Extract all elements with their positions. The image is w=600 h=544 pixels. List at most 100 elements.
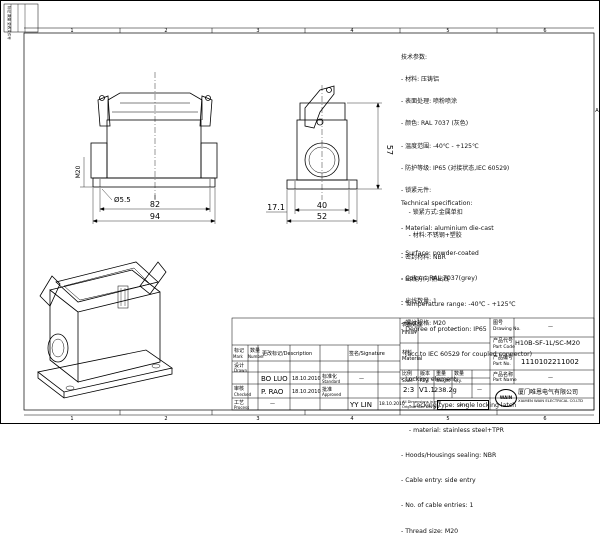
dim-17-1: 17.1 bbox=[267, 203, 285, 212]
tb-qty2-en: Qty. bbox=[454, 378, 462, 383]
tb-approved-cn: 批准 bbox=[322, 387, 333, 393]
tb-qty-cn: 数量 bbox=[250, 348, 261, 354]
tb-finish-en: Finish bbox=[402, 330, 417, 336]
tb-scale-en: Scale bbox=[402, 378, 413, 383]
front-dimensions bbox=[80, 157, 216, 224]
spec-en-line: - Temperature range: -40℃ - +125℃ bbox=[401, 300, 516, 308]
tb-process-en: Process bbox=[234, 405, 250, 410]
tb-checked-date: 18.10.2010 bbox=[292, 389, 321, 395]
tb-material-cn: 材料 bbox=[402, 350, 413, 356]
spec-cn-line: 技术参数: bbox=[401, 53, 428, 61]
tb-sign-header: 签名/Signature bbox=[349, 351, 385, 357]
tb-drawn-date: 18.10.2010 bbox=[292, 376, 321, 382]
zone-bottom-5: 5 bbox=[446, 416, 449, 422]
tb-part-code-en: Part Code bbox=[493, 345, 515, 350]
tb-standard-cn: 标准化 bbox=[322, 374, 338, 380]
spec-en-line: - Degree of protection: IP65 bbox=[401, 325, 487, 333]
tb-approved-date: 18.10.2010 bbox=[379, 402, 405, 407]
zone-side-a: A bbox=[595, 108, 599, 114]
zone-top-6: 6 bbox=[543, 28, 546, 34]
tb-process-cn: 工艺 bbox=[234, 400, 245, 406]
spec-en-line: - Colour: RAL 7037(grey) bbox=[401, 275, 478, 283]
tb-note-1: All Dimensions in mm bbox=[402, 400, 442, 404]
spec-en-line: - Surface: powder-coated bbox=[401, 250, 479, 258]
tb-part-code-val: H10B-SF-1L/SC-M20 bbox=[515, 339, 581, 347]
tb-process-val: — bbox=[270, 401, 275, 407]
tb-qty2-cn: 数量 bbox=[454, 371, 465, 377]
tb-material-val: — bbox=[452, 353, 457, 359]
spec-cn-line: - 表面处理: 喷粉喷涂 bbox=[401, 98, 458, 106]
spec-cn-line: - 材料:不锈钢+塑胶 bbox=[401, 231, 462, 239]
tb-drawing-no-cn: 图号 bbox=[493, 320, 504, 326]
revision-stamp: 标记 数量 更改文件号 bbox=[3, 3, 39, 40]
tb-part-code-cn: 产品代号 bbox=[493, 338, 514, 344]
spec-en-line: - Hoods/Housings sealing: NBR bbox=[401, 452, 497, 459]
spec-en-line: - Thread size: M20 bbox=[401, 527, 459, 535]
side-dimensions bbox=[266, 102, 382, 224]
dim-52: 52 bbox=[317, 212, 327, 221]
tb-part-no-cn: 产品编号 bbox=[493, 355, 514, 361]
spec-chinese: 技术参数: - 材料: 压铸铝 - 表面处理: 喷粉喷涂 - 颜色: RAL 7… bbox=[401, 39, 509, 335]
tb-part-no-val: 1110102211002 bbox=[521, 358, 579, 366]
tb-drawn-name: BO LUO bbox=[261, 375, 288, 383]
zone-top-5: 5 bbox=[446, 28, 449, 34]
tb-note-2: Original Size DIN A 4 bbox=[402, 405, 440, 409]
isometric-view bbox=[37, 261, 173, 399]
tb-checked-en: Checked bbox=[234, 392, 252, 397]
tb-part-name-cn: 产品名称 bbox=[493, 372, 514, 378]
tb-finish-cn: 表面处理 bbox=[402, 322, 423, 328]
tb-drawn-cn: 设计 bbox=[234, 363, 245, 369]
zone-top-1: 1 bbox=[70, 28, 73, 34]
tb-approved-en: Approved bbox=[322, 392, 342, 397]
tb-standard-en: Standard bbox=[322, 379, 341, 384]
front-view bbox=[90, 72, 218, 200]
dim-40: 40 bbox=[317, 201, 327, 210]
spec-cn-line: - 锁紧方式:金属单扣 bbox=[401, 209, 463, 217]
zone-top-4: 4 bbox=[350, 28, 353, 34]
tb-checked-cn: 审核 bbox=[234, 386, 245, 392]
spec-cn-line: - 防护等级: IP65 (对接状态,IEC 60529) bbox=[401, 164, 510, 172]
projection-symbol: ⊕ ◁ bbox=[437, 400, 489, 410]
tb-qty2-val: — bbox=[477, 387, 482, 393]
tb-part-no-en: Part No. bbox=[493, 362, 511, 367]
zone-bottom-4: 4 bbox=[350, 416, 353, 422]
tb-weight-cn: 重量 bbox=[436, 371, 447, 377]
tb-checked-name: P. RAO bbox=[261, 388, 284, 396]
spec-en-line: - No. of cable entries: 1 bbox=[401, 502, 474, 510]
tb-rev-cn: 版本 bbox=[420, 371, 431, 377]
tb-qty-en: Number bbox=[248, 354, 265, 359]
tb-part-name-val: — bbox=[548, 375, 553, 381]
tb-rev-val: V1.1 bbox=[419, 386, 435, 394]
spec-en-line: (acc.to IEC 60529 for coupled connector) bbox=[401, 351, 533, 359]
zone-bottom-2: 2 bbox=[164, 416, 167, 422]
tb-scale-cn: 比例 bbox=[402, 371, 413, 377]
spec-en-line: - material: stainless steel+TPR bbox=[401, 426, 504, 434]
spec-cn-line: - 颜色: RAL 7037 (灰色) bbox=[401, 120, 469, 128]
spec-en-line: - Locking element: bbox=[401, 376, 459, 384]
spec-cn-line: - 材料: 压铸铝 bbox=[401, 76, 440, 84]
zone-top-2: 2 bbox=[164, 28, 167, 34]
spec-cn-line: - 温度范围: -40℃ - +125℃ bbox=[401, 142, 479, 150]
zone-bottom-1: 1 bbox=[70, 416, 73, 422]
company-logo: WAIN bbox=[495, 389, 517, 407]
tb-finish-val: — bbox=[452, 326, 457, 332]
tb-standard-val: — bbox=[359, 376, 364, 382]
spec-cn-line: - 锁紧元件: bbox=[401, 187, 432, 195]
tb-desc-header: 更改标记/Description bbox=[262, 351, 313, 357]
spec-en-line: - Material: aluminium die-cast bbox=[401, 225, 494, 233]
zone-bottom-3: 3 bbox=[256, 416, 259, 422]
dim-82: 82 bbox=[150, 200, 160, 209]
tb-drawing-no-en: Drawing No. bbox=[493, 327, 521, 332]
company-name-cn: 厦门唯恩电气有限公司 bbox=[518, 389, 579, 396]
dim-94: 94 bbox=[150, 212, 160, 221]
spec-en-line: - Cable entry: side entry bbox=[401, 477, 476, 485]
tb-rev-en: REV. bbox=[420, 378, 429, 383]
dim-hole-d55: Ø5.5 bbox=[114, 196, 131, 204]
tb-drawing-no-val: — bbox=[548, 324, 553, 330]
tb-mark-cn: 标记 bbox=[234, 348, 245, 354]
tb-material-en: Material bbox=[402, 356, 423, 362]
spec-cn-line: - 出线数量: 1 bbox=[401, 298, 437, 306]
tb-weight-en: Weight bbox=[436, 378, 450, 383]
side-view bbox=[286, 85, 358, 200]
zone-bottom-6: 6 bbox=[543, 416, 546, 422]
